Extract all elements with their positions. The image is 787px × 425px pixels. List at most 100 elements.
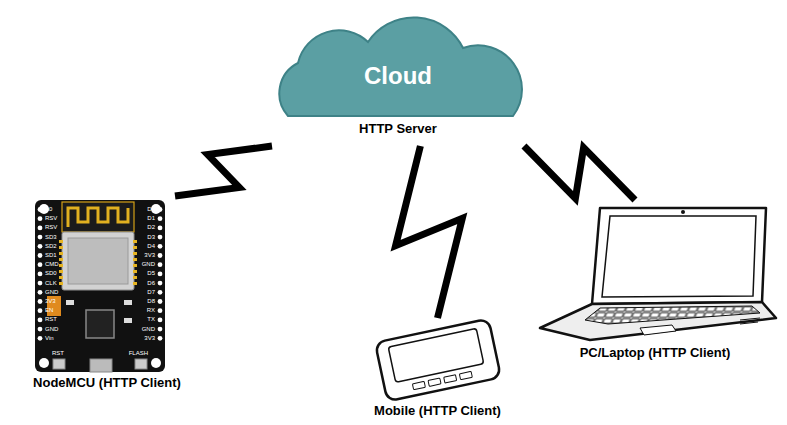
pin-hole: [38, 253, 43, 258]
pin-label: CLK: [45, 280, 57, 287]
keyboard: [585, 306, 760, 324]
pin-label: GND: [142, 261, 155, 268]
pin-hole: [38, 327, 43, 332]
phone-key: [459, 371, 472, 379]
pin-hole: [38, 272, 43, 277]
module-pin: [133, 270, 137, 273]
touchpad: [640, 325, 676, 335]
module-pin: [59, 264, 63, 267]
pin-hole: [158, 290, 163, 295]
laptop: [540, 208, 776, 340]
device-node: Mobile (HTTP Client): [350, 318, 525, 422]
pin-holes: [38, 207, 163, 341]
module-pins: [59, 240, 137, 285]
laptop-lid: [592, 208, 766, 304]
pin-label: D5: [147, 270, 155, 277]
pin-hole: [158, 281, 163, 286]
server-label: HTTP Server: [258, 122, 538, 137]
wireless-link: [396, 146, 463, 318]
pin-label: RST: [45, 316, 57, 323]
pin-label: A0: [45, 206, 52, 213]
device-label: NodeMCU (HTTP Client): [22, 376, 192, 391]
pin-hole: [158, 244, 163, 249]
button-label: FLASH: [129, 350, 148, 357]
mount-hole: [151, 358, 161, 368]
pin-label: SD2: [45, 243, 57, 250]
pin-label: 3V3: [45, 298, 56, 305]
pin-hole: [38, 226, 43, 231]
pin-label: 3V3: [144, 335, 155, 342]
pin-hole: [158, 299, 163, 304]
pin-hole: [38, 244, 43, 249]
pin-hole: [158, 272, 163, 277]
pin-hole: [38, 308, 43, 313]
button: [53, 359, 65, 369]
pin-hole: [158, 327, 163, 332]
mobile-phone: [375, 319, 501, 402]
pin-label: GND: [142, 326, 155, 333]
board-pcb: [35, 200, 165, 372]
device-node: PC/Laptop (HTTP Client): [530, 200, 780, 365]
laptop-base: [540, 302, 776, 340]
module-pin: [133, 246, 137, 249]
pin-label: D3: [147, 234, 155, 241]
device-label: PC/Laptop (HTTP Client): [530, 346, 780, 361]
antenna-trace: [68, 208, 128, 227]
phone-body: [375, 319, 501, 402]
pin-hole: [158, 216, 163, 221]
pin-hole: [158, 253, 163, 258]
pin-hole: [38, 336, 43, 341]
pin-label: SD1: [45, 252, 57, 259]
module-pin: [133, 258, 137, 261]
ports: [740, 318, 760, 324]
module-pin: [59, 258, 63, 261]
pin-hole: [158, 235, 163, 240]
pin-hole: [38, 207, 43, 212]
module-pin: [59, 270, 63, 273]
pin-label: D0: [147, 206, 155, 213]
pin-hole: [158, 226, 163, 231]
pin-hole: [158, 318, 163, 323]
lightning-bolt: [175, 146, 272, 196]
pin-label: GND: [45, 326, 58, 333]
wireless-link: [175, 146, 272, 196]
smd-part: [66, 300, 74, 305]
pin-label: D2: [147, 224, 155, 231]
laptop-screen: [602, 216, 756, 297]
pin-label: 3V3: [144, 252, 155, 259]
module-pin: [133, 276, 137, 279]
nodemcu-board: [35, 200, 165, 372]
pin-hole: [38, 290, 43, 295]
phone-key: [428, 378, 441, 386]
button: [135, 359, 147, 369]
module-pin: [133, 282, 137, 285]
module-pin: [59, 282, 63, 285]
pin-label: RSV: [45, 224, 57, 231]
pin-hole: [38, 235, 43, 240]
pin-hole: [38, 299, 43, 304]
pin-label: SD3: [45, 234, 57, 241]
smd-part: [124, 318, 132, 323]
usb-port: [90, 359, 112, 372]
pin-hole: [158, 262, 163, 267]
pin-label: TX: [147, 316, 155, 323]
pin-hole: [158, 207, 163, 212]
pin-hole: [38, 318, 43, 323]
button-label: RST: [52, 350, 64, 357]
pin-label: GND: [45, 289, 58, 296]
pin-hole: [158, 336, 163, 341]
module-pin: [133, 240, 137, 243]
lightning-bolt: [396, 146, 463, 318]
phone-key: [444, 375, 457, 383]
lightning-bolt: [524, 146, 635, 200]
module-pin: [133, 264, 137, 267]
pin-label: D4: [147, 243, 155, 250]
phone-screen: [388, 328, 484, 382]
camera: [681, 210, 685, 214]
pin-label: SD0: [45, 270, 57, 277]
device-label: Mobile (HTTP Client): [350, 404, 525, 419]
mount-hole: [39, 358, 49, 368]
